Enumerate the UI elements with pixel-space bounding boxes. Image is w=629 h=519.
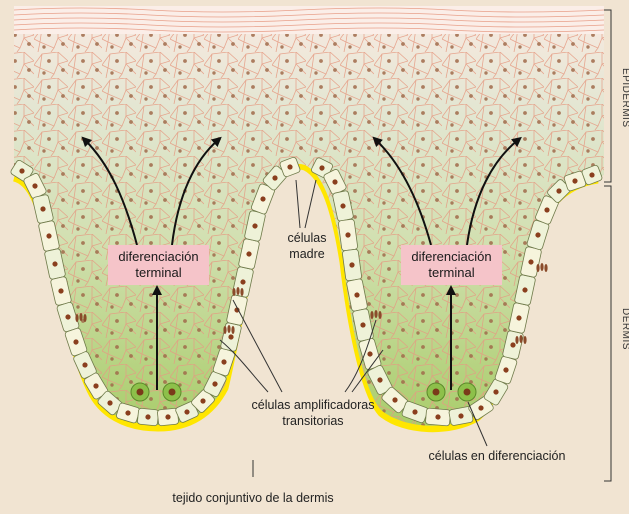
basal-cell	[338, 219, 358, 251]
dermis-label: DERMIS	[620, 308, 629, 350]
diff-left-line1: diferenciación	[118, 249, 198, 264]
stratum-corneum	[14, 6, 604, 34]
differentiating-cells-label: células en diferenciación	[429, 449, 566, 463]
basal-cell	[425, 408, 450, 426]
diff-right-line1: diferenciación	[411, 249, 491, 264]
connective-tissue-label: tejido conjuntivo de la dermis	[172, 491, 333, 505]
diff-left-line2: terminal	[135, 265, 181, 280]
basal-cell	[342, 249, 362, 281]
transit-amplifying-line1: células amplificadoras	[252, 398, 375, 412]
stem-cells-line2: madre	[289, 247, 324, 261]
basal-cell	[137, 408, 159, 426]
stem-cells-line1: células	[288, 231, 327, 245]
epidermis-label: EPIDERMIS	[620, 68, 629, 128]
diff-right-line2: terminal	[428, 265, 474, 280]
transit-amplifying-line2: transitorias	[282, 414, 343, 428]
